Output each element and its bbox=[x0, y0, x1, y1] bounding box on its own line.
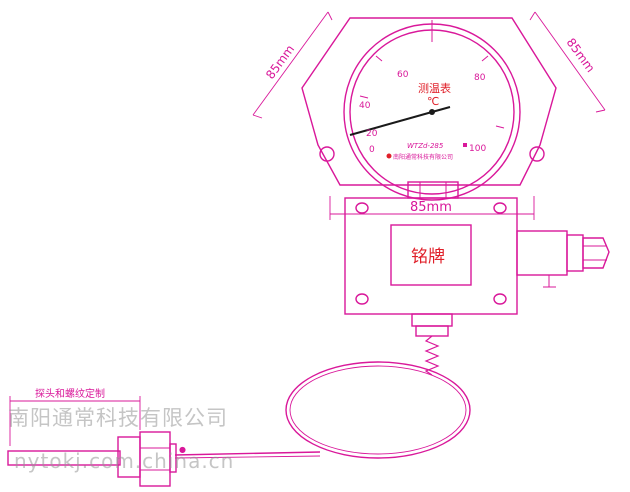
side-gland-body bbox=[516, 230, 568, 276]
dim-line-left bbox=[252, 11, 329, 116]
watermark-company: 南阳通常科技有限公司 bbox=[8, 406, 228, 430]
gauge-unit: ℃ bbox=[427, 95, 439, 108]
scale-label-40: 40 bbox=[359, 101, 371, 111]
capillary-coil bbox=[285, 361, 471, 459]
side-gland-nut bbox=[582, 237, 610, 269]
gauge-model: WTZd-285 bbox=[407, 142, 444, 150]
hex-flange bbox=[301, 17, 557, 186]
probe-mark: ● bbox=[179, 445, 186, 454]
maker-logo-icon bbox=[386, 153, 392, 159]
dim-label-right: 85mm bbox=[564, 36, 598, 76]
probe-collar bbox=[117, 436, 141, 478]
gauge-title: 测温表 bbox=[418, 81, 451, 95]
bottom-nut bbox=[411, 313, 453, 327]
flange-hole-left bbox=[319, 146, 335, 162]
capillary-line bbox=[174, 451, 321, 456]
watermark-url: nytokj.com.china.cn bbox=[14, 449, 235, 473]
scale-label-100: 100 bbox=[469, 144, 486, 154]
nameplate-frame bbox=[390, 224, 472, 286]
scale-label-80: 80 bbox=[474, 73, 486, 83]
dim-label-bottom: 85mm bbox=[410, 200, 452, 215]
gauge-maker: 南阳通常科技有限公司 bbox=[393, 153, 453, 161]
probe-stem bbox=[7, 450, 121, 466]
flange-hole-right bbox=[529, 146, 545, 162]
dim-line-right bbox=[534, 11, 606, 111]
gauge-model-mark bbox=[463, 143, 467, 147]
needle-pivot bbox=[429, 109, 435, 115]
scale-label-20: 20 bbox=[366, 129, 378, 139]
probe-note: 探头和螺纹定制 bbox=[35, 387, 105, 400]
scale-label-60: 60 bbox=[397, 70, 409, 80]
scale-label-0: 0 bbox=[369, 145, 375, 155]
nameplate-label: 铭牌 bbox=[411, 247, 445, 267]
capillary-spring bbox=[424, 335, 440, 376]
gauge-needle bbox=[349, 111, 433, 136]
